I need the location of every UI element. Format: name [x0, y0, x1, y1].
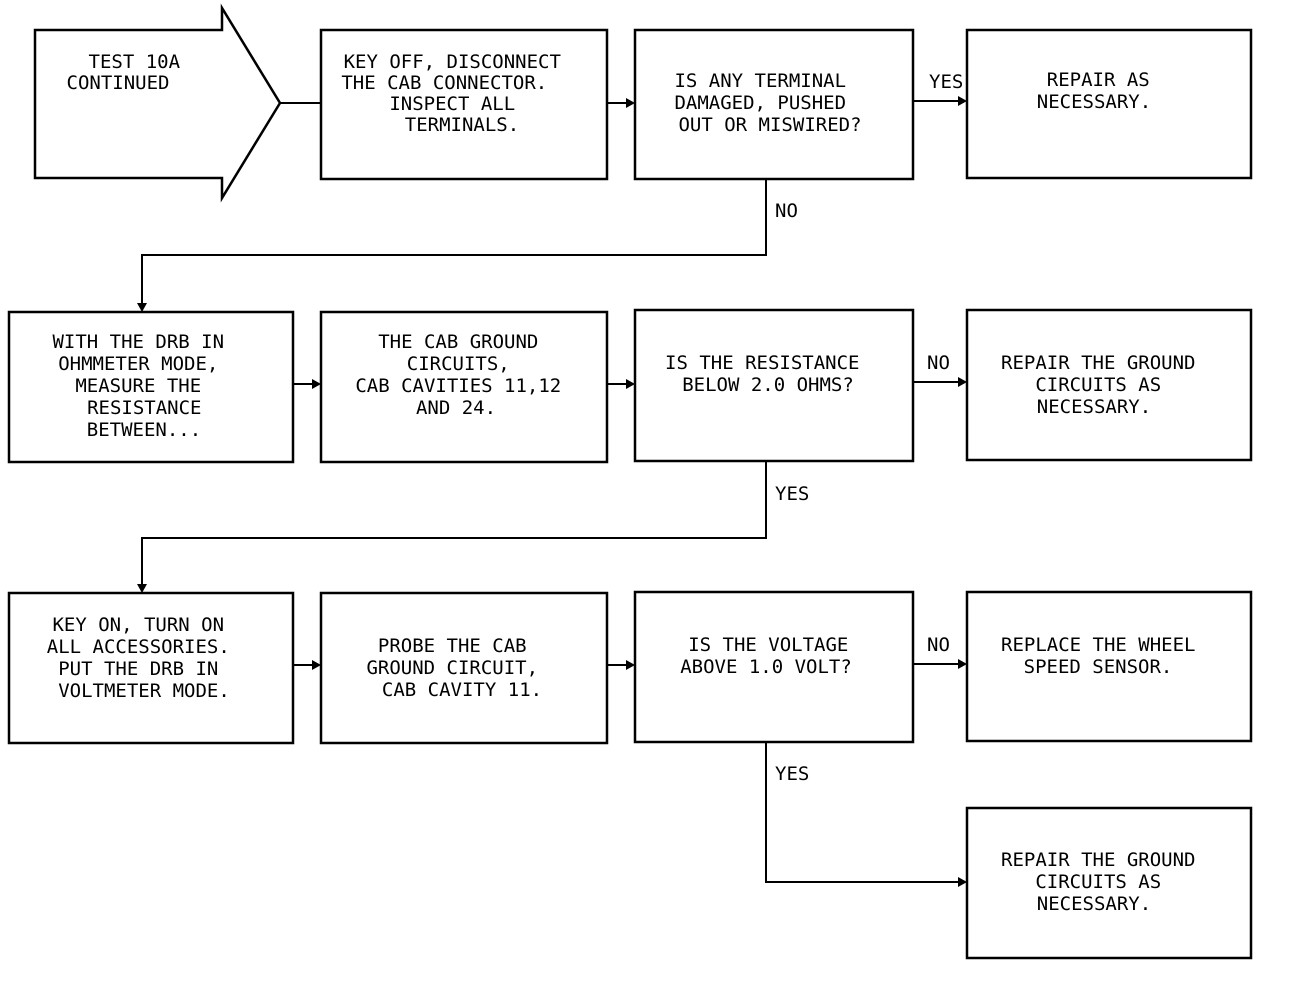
connector-yes-final	[765, 742, 959, 883]
no-label: NO	[927, 634, 950, 656]
yes-label: YES	[929, 71, 963, 93]
arrowhead	[626, 660, 635, 670]
connector-no-to-row2	[141, 179, 767, 304]
connector-yes-to-row3	[141, 461, 767, 585]
question-terminal-text: IS ANY TERMINAL DAMAGED, PUSHED OUT OR M…	[674, 70, 861, 136]
repair-ground-box-1	[965, 308, 1253, 462]
repair-ground-text-2: REPAIR THE GROUND CIRCUITS AS NECESSARY.	[1001, 849, 1207, 915]
question-resistance-box	[633, 308, 915, 463]
step-key-off-text: KEY OFF, DISCONNECT THE CAB CONNECTOR. I…	[341, 51, 572, 136]
arrowhead	[958, 877, 967, 887]
step-key-off-box	[319, 28, 609, 181]
yes-label: YES	[775, 763, 809, 785]
repair-ground-text-1: REPAIR THE GROUND CIRCUITS AS NECESSARY.	[1001, 352, 1207, 418]
replace-sensor-text: REPLACE THE WHEEL SPEED SENSOR.	[1001, 634, 1207, 678]
repair-as-necessary-box	[965, 28, 1253, 180]
start-arrow-shape	[33, 3, 282, 203]
arrowhead	[958, 377, 967, 387]
arrowhead	[137, 303, 147, 312]
step-probe-box	[319, 591, 609, 745]
arrowhead	[312, 660, 321, 670]
arrowhead	[312, 379, 321, 389]
arrowhead	[626, 379, 635, 389]
repair-as-necessary-text: REPAIR AS NECESSARY.	[1037, 69, 1161, 113]
arrowhead	[958, 659, 967, 669]
question-voltage-text: IS THE VOLTAGE ABOVE 1.0 VOLT?	[680, 634, 860, 678]
question-resistance-text: IS THE RESISTANCE BELOW 2.0 OHMS?	[665, 352, 871, 396]
question-terminal-box	[633, 28, 915, 181]
step-key-on-box	[7, 591, 295, 745]
step-ohmmeter-text: WITH THE DRB IN OHMMETER MODE, MEASURE T…	[52, 331, 235, 441]
arrowhead	[626, 98, 635, 108]
no-label: NO	[927, 352, 950, 374]
yes-label: YES	[775, 483, 809, 505]
step-cab-ground-box	[319, 310, 609, 464]
question-voltage-box	[633, 590, 915, 744]
start-text: TEST 10A CONTINUED	[67, 51, 192, 94]
arrowhead	[137, 584, 147, 593]
replace-sensor-box	[965, 590, 1253, 743]
step-cab-ground-text: THE CAB GROUND CIRCUITS, CAB CAVITIES 11…	[355, 331, 572, 419]
step-key-on-text: KEY ON, TURN ON ALL ACCESSORIES. PUT THE…	[47, 614, 241, 702]
step-ohmmeter-box	[7, 310, 295, 464]
arrowhead	[958, 96, 967, 106]
step-probe-text: PROBE THE CAB GROUND CIRCUIT, CAB CAVITY…	[366, 635, 549, 701]
repair-ground-box-2	[965, 806, 1253, 960]
no-label: NO	[775, 200, 798, 222]
